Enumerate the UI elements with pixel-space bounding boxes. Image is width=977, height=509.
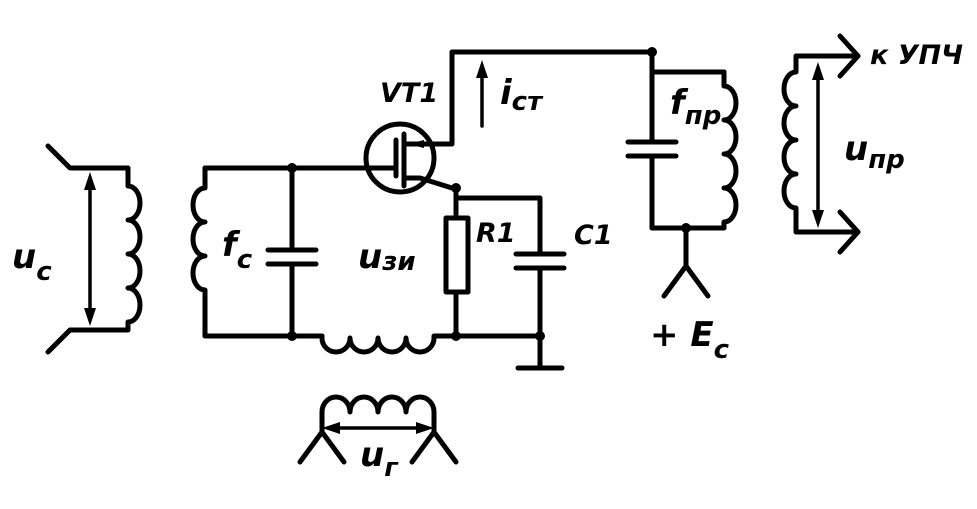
input-voltage-arrow [84,172,96,326]
label-to-upch: к УПЧ [870,40,963,71]
label-i-st: iст [500,73,544,117]
label-f-pr: fпр [670,83,721,131]
label-f-c: fс [222,225,253,275]
input-tank-capacitor [265,165,319,339]
wire-ground [453,333,543,371]
transistor-vt1 [363,49,655,195]
label-u-pr: uпр [844,129,905,175]
label-vt1: VT1 [380,78,438,109]
drain-current-arrow [476,60,488,128]
input-terminal-top [45,143,88,171]
junction-dot [535,331,545,341]
junction-dot [681,223,691,233]
label-u-zi: uзи [358,237,416,277]
junction-dot [451,183,461,193]
junction-dot [647,47,657,57]
wire-output-top [649,49,727,75]
heterodyne-terminal-left [297,429,347,465]
input-tank-coil [190,165,208,339]
input-terminal-bottom [45,327,88,355]
label-r1: R1 [476,218,516,249]
label-u-g: uг [360,435,399,483]
heterodyne-voltage-arrow [322,422,434,434]
resistor-r1 [443,195,471,339]
input-primary-coil [82,165,143,333]
output-tank-coil [649,69,739,231]
heterodyne-source-coil [319,394,437,435]
label-u-c: uс [12,237,52,287]
output-tank-capacitor [625,49,679,231]
junction-dot [451,331,461,341]
power-terminal [661,263,711,299]
label-c1: C1 [574,220,613,251]
junction-dot [287,163,297,173]
output-voltage-arrow [812,62,824,228]
drain-arrow [408,140,424,148]
junction-dot [287,331,297,341]
label-e-c: + Eс [650,315,730,365]
capacitor-c1 [513,251,567,339]
heterodyne-terminal-right [409,429,459,465]
heterodyne-coupling-coil [319,333,459,355]
output-coupling-coil [781,33,861,255]
